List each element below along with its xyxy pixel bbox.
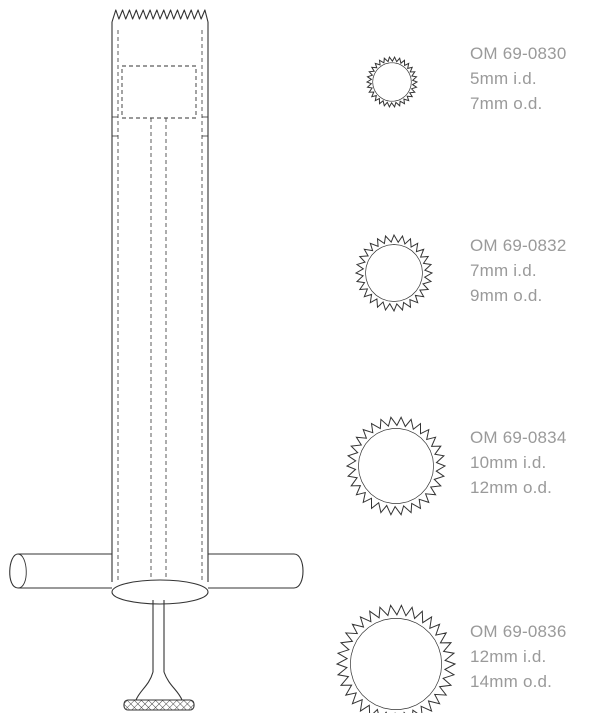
ring-size-12mm-icon xyxy=(335,604,457,713)
inner-diameter: 12mm i.d. xyxy=(470,647,547,666)
size-label-group: OM 69-0830 5mm i.d. 7mm o.d. xyxy=(470,41,567,116)
cutting-edge-teeth xyxy=(111,9,209,23)
size-label-group: OM 69-0836 12mm i.d. 14mm o.d. xyxy=(470,619,567,694)
inner-diameter: 10mm i.d. xyxy=(470,453,547,472)
ring-size-5mm-icon xyxy=(365,55,419,109)
product-code: OM 69-0836 xyxy=(470,622,567,641)
inner-diameter: 5mm i.d. xyxy=(470,69,537,88)
ring-size-10mm-icon xyxy=(345,416,447,516)
product-code: OM 69-0830 xyxy=(470,44,567,63)
trephine-instrument-icon xyxy=(9,9,304,711)
size-label-group: OM 69-0834 10mm i.d. 12mm o.d. xyxy=(470,425,567,500)
outer-diameter: 12mm o.d. xyxy=(470,478,553,497)
outer-diameter: 9mm o.d. xyxy=(470,286,543,305)
outer-diameter: 14mm o.d. xyxy=(470,672,553,691)
product-code: OM 69-0832 xyxy=(470,236,567,255)
size-label-group: OM 69-0832 7mm i.d. 9mm o.d. xyxy=(470,233,567,308)
inner-diameter: 7mm i.d. xyxy=(470,261,537,280)
ring-size-7mm-icon xyxy=(354,233,434,313)
product-code: OM 69-0834 xyxy=(470,428,567,447)
outer-diameter: 7mm o.d. xyxy=(470,94,543,113)
